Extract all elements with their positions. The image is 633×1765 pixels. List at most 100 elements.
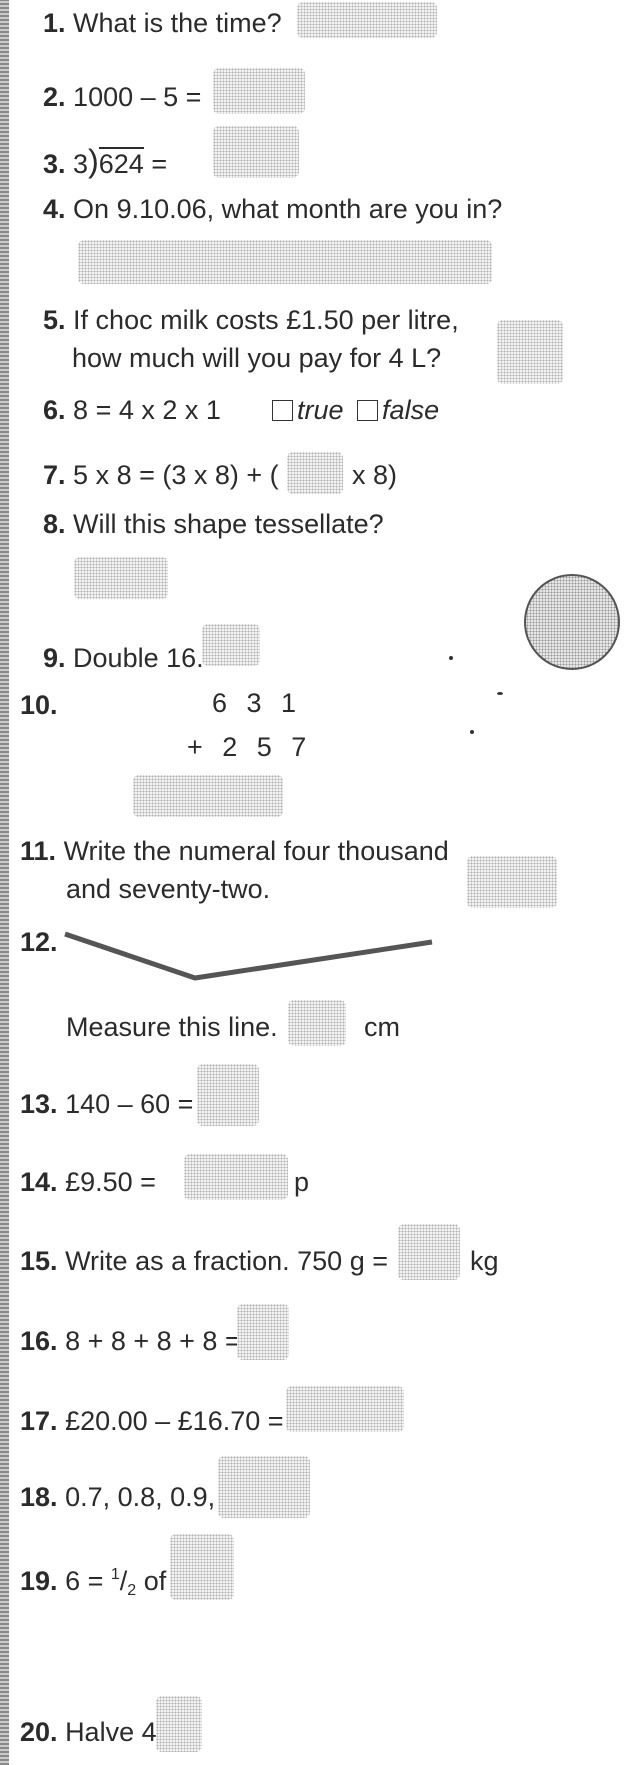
- question-number: 12.: [20, 927, 58, 957]
- circle-shape: [524, 574, 620, 670]
- answer-box-19[interactable]: [170, 1534, 234, 1600]
- question-12: 12.: [20, 925, 58, 959]
- answer-box-16[interactable]: [237, 1304, 289, 1360]
- question-11-line-2: and seventy-two.: [66, 872, 270, 906]
- question-number: 14.: [20, 1167, 58, 1197]
- fraction-numerator: 1: [110, 1566, 120, 1583]
- unit-label: kg: [470, 1246, 499, 1276]
- question-19: 19. 6 = 1/2 of: [20, 1566, 167, 1599]
- question-text-line-1: Write the numeral four thousand: [63, 836, 449, 866]
- question-12-unit: cm: [364, 1010, 400, 1044]
- question-7: 7. 5 x 8 = (3 x 8) + (: [43, 458, 279, 492]
- question-text-line-2: and seventy-two.: [66, 874, 271, 904]
- answer-box-9[interactable]: [202, 624, 260, 666]
- question-number: 13.: [20, 1089, 58, 1119]
- question-1: 1. What is the time?: [43, 6, 282, 40]
- answer-box-10[interactable]: [133, 775, 283, 817]
- question-7-tail: x 8): [352, 458, 397, 492]
- question-text: What is the time?: [73, 8, 282, 38]
- question-number: 20.: [20, 1717, 58, 1747]
- question-text-line-1: If choc milk costs £1.50 per litre,: [73, 305, 459, 335]
- true-checkbox[interactable]: [272, 400, 293, 421]
- question-text-a: 5 x 8 = (3 x 8) + (: [73, 460, 279, 490]
- question-13: 13. 140 – 60 =: [20, 1087, 193, 1121]
- answer-box-17[interactable]: [286, 1386, 404, 1432]
- false-checkbox[interactable]: [357, 400, 379, 421]
- question-number: 1.: [43, 8, 66, 38]
- question-16: 16. 8 + 8 + 8 + 8 =: [20, 1324, 241, 1358]
- question-11: 11. Write the numeral four thousand: [20, 834, 449, 868]
- question-number: 18.: [20, 1482, 58, 1512]
- equals-sign: =: [151, 149, 168, 179]
- speck-mark: [470, 730, 474, 734]
- question-text: Measure this line.: [66, 1012, 278, 1042]
- question-number: 2.: [43, 82, 66, 112]
- question-text: 8 + 8 + 8 + 8 =: [65, 1326, 241, 1356]
- answer-box-4[interactable]: [78, 240, 492, 284]
- answer-box-20[interactable]: [156, 1696, 202, 1752]
- false-label: false: [382, 395, 440, 425]
- question-number: 15.: [20, 1246, 58, 1276]
- divisor: 3: [73, 149, 89, 179]
- question-number: 10.: [20, 690, 58, 720]
- question-number: 11.: [20, 836, 57, 866]
- question-18: 18. 0.7, 0.8, 0.9,: [20, 1480, 215, 1514]
- long-division-symbol: ): [88, 143, 99, 179]
- question-text: 6 =: [65, 1566, 104, 1596]
- question-12-prompt: Measure this line.: [66, 1010, 278, 1044]
- question-text-b: x 8): [352, 460, 398, 490]
- question-10: 10.: [20, 688, 58, 722]
- true-label: true: [297, 395, 344, 425]
- addend-bottom: + 2 5 7: [187, 732, 313, 762]
- question-4: 4. On 9.10.06, what month are you in?: [43, 192, 502, 226]
- question-number: 6.: [43, 395, 66, 425]
- speck-mark: [449, 656, 453, 660]
- answer-box-18[interactable]: [218, 1456, 310, 1518]
- answer-box-1[interactable]: [297, 2, 437, 38]
- answer-box-12[interactable]: [288, 1000, 346, 1046]
- question-14-unit: p: [294, 1165, 309, 1199]
- unit-label: cm: [364, 1012, 400, 1042]
- fraction-denominator: 2: [127, 1582, 137, 1599]
- answer-box-14[interactable]: [184, 1154, 288, 1200]
- answer-box-5[interactable]: [497, 320, 563, 384]
- question-text: 0.7, 0.8, 0.9,: [65, 1482, 216, 1512]
- question-number: 7.: [43, 460, 66, 490]
- speck-mark: [497, 692, 503, 695]
- answer-box-3[interactable]: [213, 126, 299, 178]
- answer-box-7[interactable]: [287, 452, 343, 494]
- bent-line: [64, 931, 433, 981]
- question-5: 5. If choc milk costs £1.50 per litre,: [43, 303, 459, 337]
- question-number: 3.: [43, 149, 66, 179]
- question-8: 8. Will this shape tessellate?: [43, 507, 384, 541]
- answer-box-11[interactable]: [467, 856, 557, 908]
- question-number: 4.: [43, 194, 66, 224]
- addend-top: 6 3 1: [212, 688, 303, 718]
- question-text: 140 – 60 =: [65, 1089, 194, 1119]
- true-false-options: true false: [272, 393, 439, 427]
- question-number: 19.: [20, 1566, 58, 1596]
- question-number: 9.: [43, 643, 66, 673]
- question-text: Write as a fraction. 750 g =: [65, 1246, 388, 1276]
- question-text: £9.50 =: [65, 1167, 156, 1197]
- question-number: 5.: [43, 305, 66, 335]
- question-14: 14. £9.50 =: [20, 1165, 156, 1199]
- dividend: 624: [98, 147, 144, 179]
- question-2: 2. 1000 – 5 =: [43, 80, 201, 114]
- question-17: 17. £20.00 – £16.70 =: [20, 1404, 284, 1438]
- answer-box-2[interactable]: [213, 68, 305, 114]
- question-text-line-2: how much will you pay for 4 L?: [72, 343, 442, 373]
- question-number: 16.: [20, 1326, 58, 1356]
- question-number: 8.: [43, 509, 66, 539]
- question-text: 1000 – 5 =: [73, 82, 202, 112]
- answer-box-8[interactable]: [74, 557, 168, 599]
- question-text: 8 = 4 x 2 x 1: [73, 395, 221, 425]
- answer-box-13[interactable]: [197, 1064, 259, 1126]
- question-9: 9. Double 16.: [43, 641, 204, 675]
- question-3: 3. 3)624 =: [43, 143, 168, 181]
- unit-label: p: [294, 1167, 310, 1197]
- question-text: Double 16.: [73, 643, 204, 673]
- answer-box-15[interactable]: [398, 1224, 460, 1280]
- question-text: On 9.10.06, what month are you in?: [73, 194, 503, 224]
- question-text: £20.00 – £16.70 =: [65, 1406, 284, 1436]
